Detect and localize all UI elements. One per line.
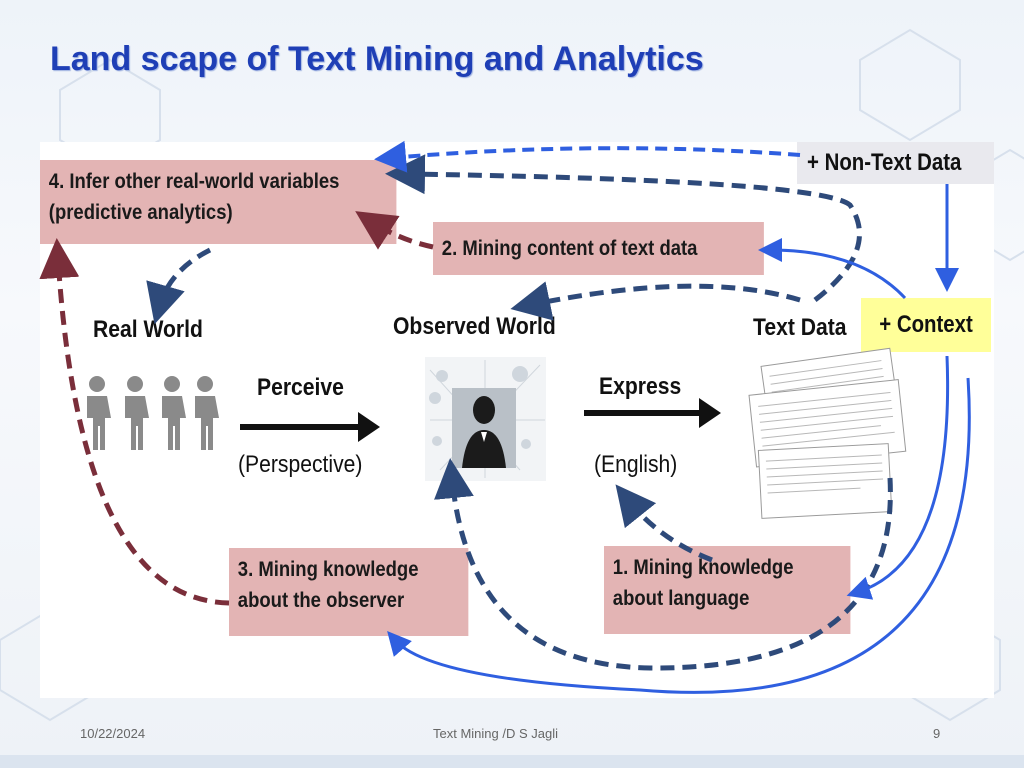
arrow-textdata-to-infer: [385, 154, 862, 302]
box-mining-language: 1. Mining knowledge about language: [604, 546, 851, 634]
arrow-language-to-english: [615, 484, 713, 563]
arrow-infer-to-realworld: [146, 247, 212, 325]
box-mining-content: 2. Mining content of text data: [433, 222, 764, 275]
footer-page-number: 9: [933, 726, 941, 741]
box-language-line1: 1. Mining knowledge: [612, 556, 794, 579]
box-observer-line2: about the observer: [237, 589, 405, 612]
arrow-textdata-to-observer: [434, 458, 893, 671]
english-label: (English): [594, 451, 678, 478]
arrow-context-to-content: [758, 238, 907, 300]
footer-center: Text Mining /D S Jagli: [433, 726, 558, 741]
perceive-arrow: [240, 412, 380, 442]
box-infer-variables: 4. Infer other real-world variables (pre…: [40, 160, 397, 244]
perspective-label: (Perspective): [238, 451, 363, 478]
box-observer-line1: 3. Mining knowledge: [237, 558, 419, 581]
arrow-context-to-observer: [387, 377, 971, 694]
box-mining-content-label: 2. Mining content of text data: [441, 237, 698, 260]
express-label: Express: [599, 373, 682, 400]
box-language-line2: about language: [612, 587, 750, 610]
context-label: + Context: [861, 298, 991, 352]
arrow-nontext-to-infer: [374, 140, 801, 173]
perceive-label: Perceive: [257, 374, 344, 401]
people-icon: [87, 376, 219, 450]
non-text-data-text: + Non-Text Data: [807, 149, 962, 176]
arrow-textdata-to-observed: [510, 281, 801, 321]
box-infer-line1: 4. Infer other real-world variables: [48, 170, 340, 193]
arrow-content-to-infer: [355, 211, 434, 250]
box-infer-line2: (predictive analytics): [48, 201, 233, 224]
arrow-context-to-language: [846, 355, 950, 600]
slide-title: Land scape of Text Mining and Analytics: [50, 40, 704, 78]
box-mining-observer: 3. Mining knowledge about the observer: [229, 548, 469, 636]
non-text-data-label: + Non-Text Data: [797, 142, 994, 184]
arrow-observer-to-infer: [39, 238, 230, 606]
text-data-label: Text Data: [753, 314, 847, 341]
footer-date: 10/22/2024: [80, 726, 146, 741]
express-arrow: [584, 398, 721, 428]
context-text: + Context: [879, 311, 973, 338]
text-documents-icon: [748, 347, 907, 519]
observer-image: [425, 357, 546, 481]
